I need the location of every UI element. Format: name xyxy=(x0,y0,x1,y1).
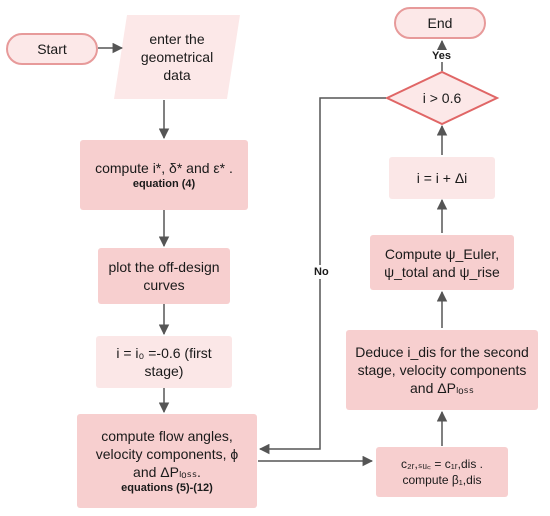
input-line-2: geometrical xyxy=(140,49,214,65)
input-line-1: enter the xyxy=(149,31,205,47)
c2r-box: c₂ᵣ,ₛᵤ꜀ = c₁ᵣ,dis . compute β₁,dis xyxy=(376,447,508,497)
decision-diamond xyxy=(384,70,500,126)
c2r-sub: compute β₁,dis xyxy=(402,473,482,487)
plot-line-1: plot the off-design xyxy=(108,259,220,275)
compute-i-box: compute i*, δ* and ε* . equation (4) xyxy=(80,140,248,210)
plot-box: plot the off-design curves xyxy=(98,248,230,304)
end-label: End xyxy=(427,15,453,31)
input-line-3: data xyxy=(163,67,191,83)
init-i-line-2: stage) xyxy=(144,363,184,379)
flow-line-3: and ΔPₗₒₛₛ. xyxy=(133,464,201,480)
start-terminator: Start xyxy=(6,33,98,65)
flow-box: compute flow angles, velocity components… xyxy=(77,414,257,508)
flow-equations: equations (5)-(12) xyxy=(121,482,213,494)
compute-i-text: compute i*, δ* and ε* . xyxy=(95,160,233,176)
deduce-line-2: stage, velocity components xyxy=(357,362,527,378)
deduce-box: Deduce i_dis for the second stage, veloc… xyxy=(346,330,538,410)
psi-line-1: Compute ψ_Euler, xyxy=(384,245,500,262)
init-i-line-1: i = i₀ =-0.6 (first xyxy=(116,345,212,361)
decision-node: i > 0.6 xyxy=(397,86,487,110)
plot-line-2: curves xyxy=(143,277,185,293)
start-label: Start xyxy=(37,41,67,57)
flow-line-2: velocity components, ϕ xyxy=(95,446,239,462)
deduce-line-1: Deduce i_dis for the second xyxy=(355,344,529,360)
no-label: No xyxy=(313,265,330,279)
psi-line-2: ψ_total and ψ_rise xyxy=(384,263,500,280)
input-parallelogram xyxy=(114,15,240,99)
compute-i-equation: equation (4) xyxy=(132,178,196,190)
compute-psi-box: Compute ψ_Euler, ψ_total and ψ_rise xyxy=(370,235,514,290)
input-node: enter the geometrical data xyxy=(118,18,236,96)
end-terminator: End xyxy=(394,7,486,39)
yes-label: Yes xyxy=(431,50,452,62)
flow-line-1: compute flow angles, xyxy=(101,428,233,444)
increment-text: i = i + Δi xyxy=(416,170,468,186)
decision-text: i > 0.6 xyxy=(422,90,462,106)
increment-box: i = i + Δi xyxy=(389,157,495,199)
init-i-box: i = i₀ =-0.6 (first stage) xyxy=(96,336,232,388)
deduce-line-3: and ΔPₗₒₛₛ xyxy=(410,380,474,396)
c2r-text: c₂ᵣ,ₛᵤ꜀ = c₁ᵣ,dis . xyxy=(400,457,484,471)
